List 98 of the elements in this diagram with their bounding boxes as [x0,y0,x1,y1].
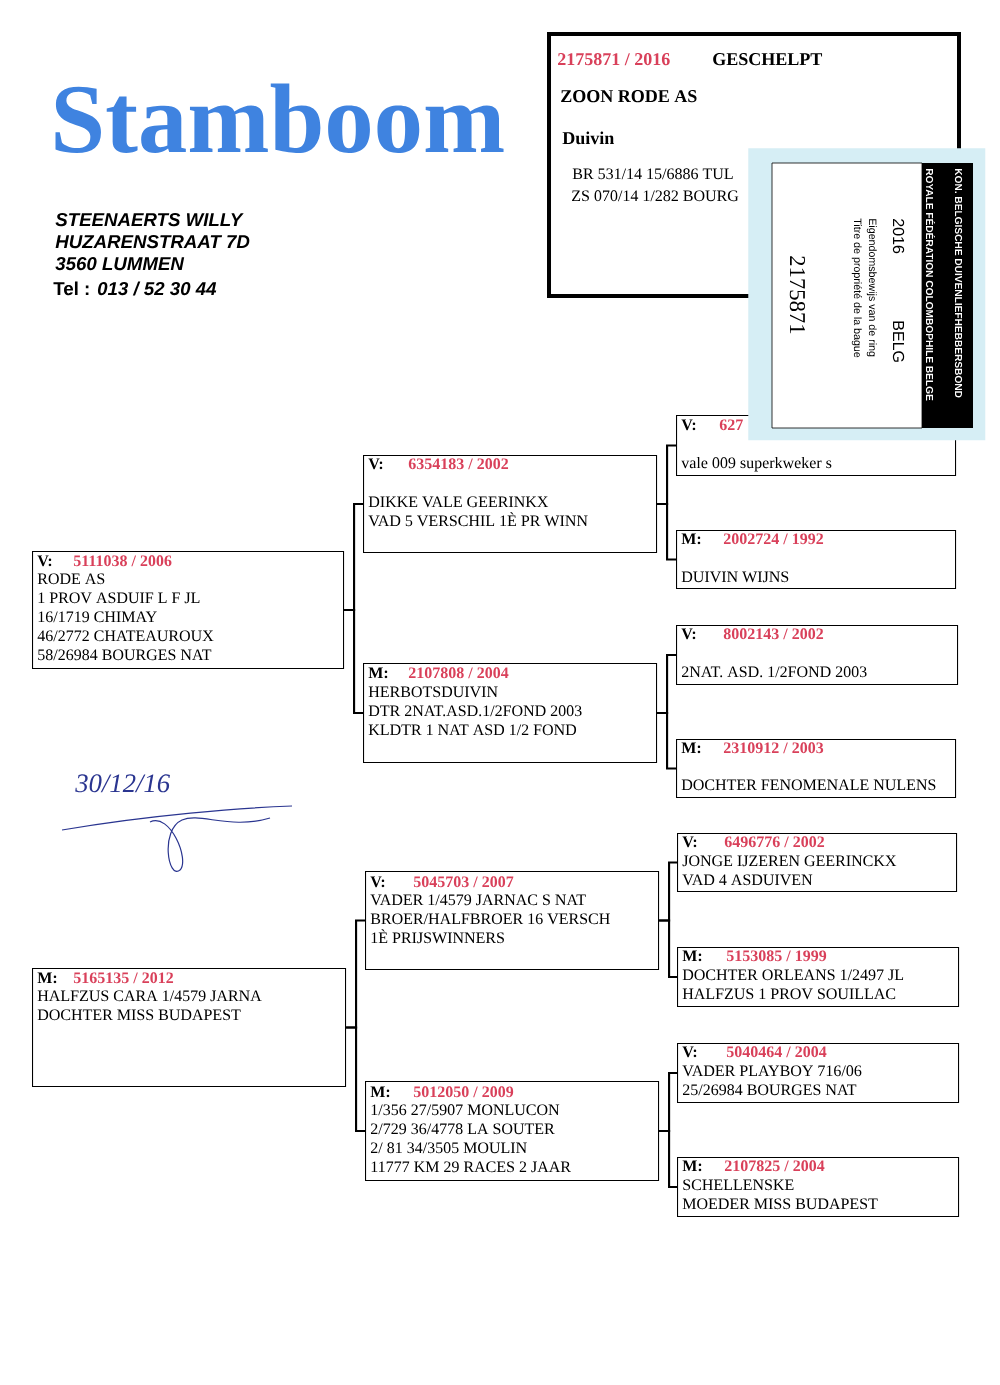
connector-line [659,1130,677,1189]
ring-number: 6354183 / 2002 [408,458,509,470]
ring-number: 5111038 / 2006 [73,555,172,567]
description-line: 16/1719 CHIMAY [38,611,157,623]
ring-number: 5040464 / 2004 [726,1046,827,1058]
ring-number: 2107808 / 2004 [408,667,509,679]
sex-label: V: [681,419,696,431]
connector-line [657,502,676,561]
sex-label: V: [682,1046,697,1058]
description-line: DIKKE VALE GEERINKX [368,496,549,508]
description-line: 2/ 81 34/3505 MOULIN [371,1142,527,1154]
address-line: 3560 LUMMEN [55,256,185,271]
description-line: 58/26984 BOURGES NAT [38,649,212,661]
description-line: 46/2772 CHATEAUROUX [37,630,214,642]
bird-name: ZOON RODE AS [561,90,697,103]
sex-label: M: [682,950,702,962]
address-line: HUZARENSTRAAT 7D [55,234,250,249]
connector-line [346,1026,365,1133]
ring-number: 8002143 / 2002 [723,628,824,640]
pedigree-box [677,947,960,1008]
sex-label: M: [370,1086,390,1098]
certificate-text: Titre de propriété de la bague [851,218,862,358]
description-line: DOCHTER MISS BUDAPEST [37,1009,241,1021]
description-line: 1 PROV ASDUIF L F JL [38,592,200,604]
pedigree-box [677,1043,960,1104]
sex-label: M: [681,742,701,754]
sex-label: V: [370,876,385,888]
description-line: HALFZUS 1 PROV SOUILLAC [682,988,896,1000]
certificate-text: Eigendomsbewijs van de ring [866,219,877,357]
ring-number: 2175871 [789,256,806,334]
ring-number: 5165135 / 2012 [73,972,174,984]
pedigree-box [363,663,658,764]
federation-name: KON. BELGISCHE DUIVENLIEFHEBBERSBOND [954,168,963,398]
sex-label: M: [682,1160,702,1172]
description-line: 2/729 36/4778 LA SOUTER [371,1123,555,1135]
ring-number: 2175871 / 2016 [558,53,670,66]
description-line: vale 009 superkweker s [681,456,832,472]
pedigree-box [676,739,957,799]
description-line: BROER/HALFBROER 16 VERSCH [370,913,610,925]
description-line: VAD 4 ASDUIVEN [682,874,813,886]
ring-number: 6496776 / 2002 [724,836,825,848]
ring-number: 5012050 / 2009 [413,1086,514,1098]
description-line: HALFZUS CARA 1/4579 JARNA [37,990,262,1002]
description-line: 25/26984 BOURGES NAT [683,1084,857,1096]
description-line: VADER PLAYBOY 716/06 [682,1065,862,1077]
description-line: DTR 2NAT.ASD.1/2FOND 2003 [368,705,582,717]
sex-label: V: [681,628,696,640]
description-line: 11777 KM 29 RACES 2 JAAR [371,1161,571,1173]
sex-label: M: [368,667,388,679]
country-code: BELG [892,321,905,362]
ring-certificate-card [748,148,986,441]
pedigree-box [363,455,658,554]
description-line: DUIVIN WIJNS [681,571,789,583]
description-line: JONGE IJZEREN GEERINCKX [682,855,897,867]
pedigree-box [32,551,345,670]
connector-line [657,711,676,770]
ring-number: 5153085 / 1999 [726,950,827,962]
sex-label: M: [37,972,57,984]
ring-number: 627 [719,419,743,431]
description-line: KLDTR 1 NAT ASD 1/2 FOND [368,724,577,736]
description-line: SCHELLENSKE [683,1179,794,1191]
description-line: HERBOTSDUIVIN [368,686,498,698]
address-line: STEENAERTS WILLY [55,212,244,227]
ring-number: 2002724 / 1992 [723,533,824,545]
ring-number: 2107825 / 2004 [724,1160,825,1172]
handwritten-date: 30/12/16 [75,774,170,793]
description-line: VAD 5 VERSCHIL 1È PR WINN [368,512,588,527]
pedigree-box [32,968,347,1088]
pedigree-box [677,833,958,893]
status-text: GESCHELPT [713,53,823,66]
connector-line [344,608,363,715]
pedigree-box [365,1081,660,1182]
sex-label: M: [681,533,701,545]
pedigree-box [677,1157,960,1218]
sex-label: V: [37,555,52,567]
description-line: VADER 1/4579 JARNAC S NAT [370,894,586,906]
pedigree-box [365,871,660,971]
ring-number: 2310912 / 2003 [723,742,824,754]
result-line: BR 531/14 15/6886 TUL [572,168,733,180]
pedigree-box [676,625,959,686]
description-line: MOEDER MISS BUDAPEST [682,1198,878,1210]
connector-line [659,919,677,979]
sex-label: V: [682,836,697,848]
title-heading: Stamboom [55,83,504,153]
ring-number: 5045703 / 2007 [413,876,514,888]
result-line: ZS 070/14 1/282 BOURG [572,190,739,202]
description-line: DOCHTER FENOMENALE NULENS [681,779,936,791]
sex-text: Duivin [562,131,615,145]
description-line: RODE AS [37,573,105,585]
year-text: 2016 [892,219,905,254]
sex-label: V: [368,458,383,470]
description-line: 2NAT. ASD. 1/2FOND 2003 [682,666,867,678]
phone-line: Tel : 013 / 52 30 44 [53,281,217,296]
description-line: 1È PRIJSWINNERS [371,929,504,944]
description-line: DOCHTER ORLEANS 1/2497 JL [682,969,904,981]
pedigree-box [676,530,957,590]
description-line: 1/356 27/5907 MONLUCON [371,1104,560,1116]
federation-name: ROYALE FÉDÉRATION COLOMBOPHILE BELGE [925,168,935,401]
